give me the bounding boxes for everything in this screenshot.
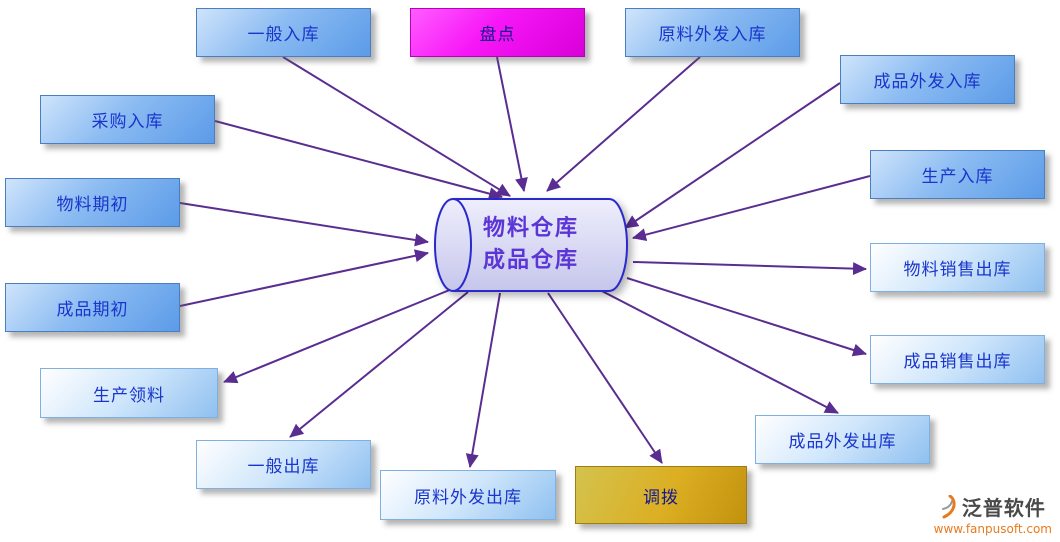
edge-wuliao-qichu-to-center bbox=[179, 202, 429, 247]
edge-center-to-chengpin-waifa-chuku bbox=[597, 288, 839, 414]
node-shengchan-ruku: 生产入库 bbox=[870, 150, 1045, 199]
edge-center-to-yuanliao-waifa-chuku bbox=[465, 292, 501, 468]
edge-center-to-chengpin-xiaoshou-chuku bbox=[626, 277, 867, 357]
watermark-brand: 泛普软件 bbox=[961, 496, 1046, 520]
node-diaobo: 调拨 bbox=[575, 466, 747, 524]
edge-caigou-ruku-to-center bbox=[214, 120, 503, 200]
edge-center-to-shengchan-lingliao bbox=[223, 288, 453, 384]
edge-yuanliao-waifa-ruku-to-center bbox=[546, 56, 701, 192]
center-warehouse-line2: 成品仓库 bbox=[482, 248, 579, 273]
node-pandian: 盘点 bbox=[410, 8, 585, 57]
edge-center-to-yiban-chuku bbox=[289, 291, 469, 438]
center-warehouse-node: 物料仓库 成品仓库 bbox=[431, 197, 631, 293]
node-chengpin-waifa-ruku: 成品外发入库 bbox=[840, 55, 1015, 104]
node-yuanliao-waifa-ruku: 原料外发入库 bbox=[625, 8, 800, 57]
center-warehouse-line1: 物料仓库 bbox=[482, 216, 579, 242]
node-yiban-ruku: 一般入库 bbox=[196, 8, 371, 57]
edge-shengchan-ruku-to-center bbox=[632, 175, 871, 241]
watermark: 泛普软件 www.fanpusoft.com bbox=[934, 492, 1052, 536]
fanpu-logo-icon bbox=[941, 494, 956, 518]
watermark-url: www.fanpusoft.com bbox=[933, 522, 1052, 536]
node-chengpin-qichu: 成品期初 bbox=[5, 283, 180, 332]
node-yiban-chuku: 一般出库 bbox=[196, 440, 371, 489]
center-warehouse-label: 物料仓库 成品仓库 bbox=[431, 197, 631, 293]
node-shengchan-lingliao: 生产领料 bbox=[40, 368, 218, 418]
node-yuanliao-waifa-chuku: 原料外发出库 bbox=[380, 470, 556, 520]
node-wuliao-qichu: 物料期初 bbox=[5, 178, 180, 227]
edge-pandian-to-center bbox=[496, 56, 528, 192]
cylinder-shape-icon bbox=[434, 198, 628, 292]
node-wuliao-xiaoshou-chuku: 物料销售出库 bbox=[870, 243, 1045, 292]
edge-center-to-diaobo bbox=[547, 292, 663, 464]
edge-chengpin-qichu-to-center bbox=[179, 249, 429, 307]
node-chengpin-xiaoshou-chuku: 成品销售出库 bbox=[870, 335, 1045, 384]
edge-center-to-wuliao-xiaoshou-chuku bbox=[632, 261, 867, 276]
node-caigou-ruku: 采购入库 bbox=[40, 95, 215, 144]
node-chengpin-waifa-chuku: 成品外发出库 bbox=[755, 415, 930, 464]
edge-chengpin-waifa-ruku-to-center bbox=[624, 82, 841, 229]
edge-yiban-ruku-to-center bbox=[282, 56, 511, 197]
